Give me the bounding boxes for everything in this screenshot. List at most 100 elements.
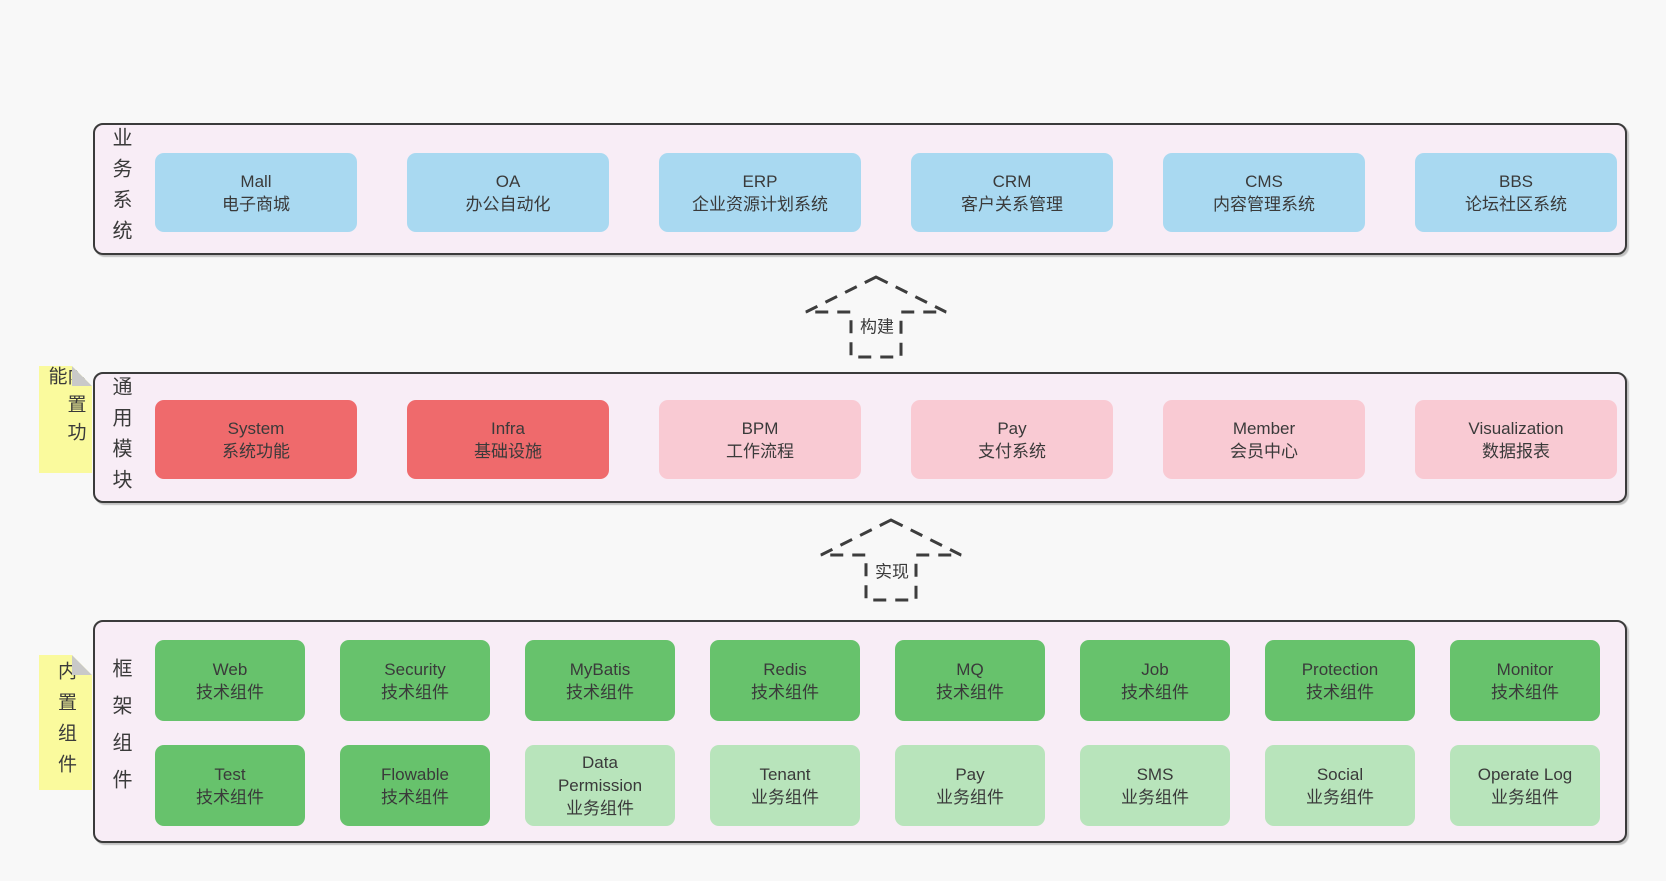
box-visualization: Visualization 数据报表: [1415, 400, 1617, 479]
box-title: Pay: [997, 418, 1027, 438]
section-label: 通用模块: [109, 375, 131, 500]
box-system: System 系统功能: [155, 400, 357, 479]
box-subtitle: 技术组件: [1306, 682, 1374, 702]
box-subtitle: 技术组件: [381, 682, 449, 702]
box-title: Mall: [240, 171, 272, 191]
box-web: Web 技术组件: [155, 640, 305, 721]
box-erp: ERP 企业资源计划系统: [659, 153, 861, 232]
box-subtitle: 基础设施: [474, 441, 542, 461]
box-title: Operate Log: [1477, 764, 1573, 784]
box-title: MyBatis: [569, 659, 631, 679]
box-oa: OA 办公自动化: [407, 153, 609, 232]
box-title: Monitor: [1496, 659, 1554, 679]
box-tenant: Tenant 业务组件: [710, 745, 860, 826]
box-title: Protection: [1301, 659, 1379, 679]
box-title: Job: [1141, 659, 1169, 679]
box-subtitle: 支付系统: [978, 441, 1046, 461]
section-label: 框架组件: [109, 657, 131, 806]
box-subtitle: 工作流程: [726, 441, 794, 461]
box-subtitle: 业务组件: [566, 799, 634, 818]
box-subtitle: 技术组件: [566, 682, 634, 702]
box-title: System: [227, 418, 285, 438]
box-title: Web: [212, 659, 248, 679]
box-redis: Redis 技术组件: [710, 640, 860, 721]
box-bpm: BPM 工作流程: [659, 400, 861, 479]
box-title: ERP: [742, 171, 778, 191]
box-subtitle: 电子商城: [222, 194, 290, 214]
box-subtitle: 企业资源计划系统: [692, 194, 828, 214]
box-job: Job 技术组件: [1080, 640, 1230, 721]
box-subtitle: 技术组件: [196, 787, 264, 807]
sticky-note-built-in-components: 内置组件: [39, 655, 92, 790]
box-subtitle: 技术组件: [196, 682, 264, 702]
section-business-systems: 业务系统 Mall 电子商城 OA 办公自动化 ERP 企业资源计划系统 CRM 客户关系管理…: [93, 123, 1627, 255]
box-crm: CRM 客户关系管理: [911, 153, 1113, 232]
box-title: Tenant: [759, 764, 811, 784]
box-data-permission: Data Permission 业务组件: [525, 745, 675, 826]
box-pay: Pay 支付系统: [911, 400, 1113, 479]
box-subtitle: 技术组件: [1121, 682, 1189, 702]
section-label: 业务系统: [109, 127, 131, 251]
box-title: Social: [1316, 764, 1364, 784]
box-mall: Mall 电子商城: [155, 153, 357, 232]
box-cms: CMS 内容管理系统: [1163, 153, 1365, 232]
box-title: Security: [384, 659, 446, 679]
box-subtitle: 业务组件: [1491, 787, 1559, 807]
box-title: Flowable: [380, 764, 450, 784]
box-title: CMS: [1245, 171, 1283, 191]
box-monitor: Monitor 技术组件: [1450, 640, 1600, 721]
box-infra: Infra 基础设施: [407, 400, 609, 479]
box-subtitle: 技术组件: [751, 682, 819, 702]
box-subtitle: 业务组件: [1306, 787, 1374, 807]
box-social: Social 业务组件: [1265, 745, 1415, 826]
box-title: Member: [1232, 418, 1296, 438]
box-bbs: BBS 论坛社区系统: [1415, 153, 1617, 232]
box-subtitle: 技术组件: [936, 682, 1004, 702]
section-common-modules: 通用模块 System 系统功能 Infra 基础设施 BPM 工作流程 Pay 支付系统 Me…: [93, 372, 1627, 503]
box-subtitle: 业务组件: [751, 787, 819, 807]
box-title: BPM: [741, 418, 779, 438]
box-subtitle: 论坛社区系统: [1465, 194, 1567, 214]
box-flowable: Flowable 技术组件: [340, 745, 490, 826]
box-subtitle: 办公自动化: [465, 194, 551, 214]
box-title: Redis: [763, 659, 807, 679]
box-mybatis: MyBatis 技术组件: [525, 640, 675, 721]
box-subtitle: 技术组件: [1491, 682, 1559, 702]
box-subtitle: 客户关系管理: [961, 194, 1063, 214]
box-subtitle: 业务组件: [936, 787, 1004, 807]
box-subtitle: 系统功能: [222, 441, 290, 461]
note-fold-corner-icon: [72, 366, 92, 386]
box-title: SMS: [1136, 764, 1174, 784]
box-title: MQ: [956, 659, 984, 679]
box-title: CRM: [992, 171, 1032, 191]
box-subtitle: 数据报表: [1482, 441, 1550, 461]
box-title: Infra: [490, 418, 526, 438]
sticky-note-built-in-features: 内置功能: [39, 366, 92, 473]
box-subtitle: 业务组件: [1121, 787, 1189, 807]
box-subtitle: 技术组件: [381, 787, 449, 807]
box-security: Security 技术组件: [340, 640, 490, 721]
box-title: Pay: [955, 764, 985, 784]
box-title: BBS: [1498, 171, 1534, 191]
box-pay: Pay 业务组件: [895, 745, 1045, 826]
box-title: Data Permission: [557, 753, 643, 795]
box-title: OA: [495, 171, 521, 191]
box-subtitle: 会员中心: [1230, 441, 1298, 461]
note-fold-corner-icon: [72, 655, 92, 675]
box-operate-log: Operate Log 业务组件: [1450, 745, 1600, 826]
implement-arrow-label: 实现: [872, 556, 912, 584]
box-protection: Protection 技术组件: [1265, 640, 1415, 721]
box-title: Visualization: [1468, 418, 1564, 438]
module-row: System 系统功能 Infra 基础设施 BPM 工作流程 Pay 支付系统 Member 会…: [155, 400, 1617, 479]
sticky-note-label: 内置组件: [55, 660, 76, 785]
build-arrow-label: 构建: [857, 311, 897, 339]
box-subtitle: 内容管理系统: [1213, 194, 1315, 214]
sticky-note-label: 内置功能: [45, 366, 86, 450]
box-sms: SMS 业务组件: [1080, 745, 1230, 826]
box-member: Member 会员中心: [1163, 400, 1365, 479]
